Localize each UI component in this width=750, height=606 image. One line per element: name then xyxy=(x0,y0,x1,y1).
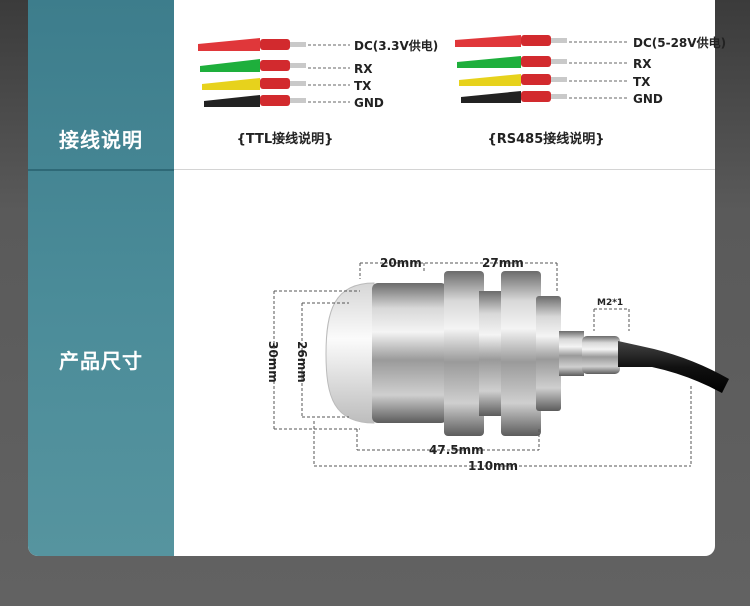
ttl-rx-label: RX xyxy=(354,62,373,76)
dim-27mm: 27mm xyxy=(482,256,524,270)
sensor-dome xyxy=(325,282,375,424)
rear-nut xyxy=(501,271,541,436)
rs485-gnd-wire: GND xyxy=(461,91,663,106)
thread-section-b xyxy=(536,296,561,411)
cable xyxy=(618,341,729,393)
rs485-gnd-label: GND xyxy=(633,92,663,106)
sensor-housing xyxy=(372,283,447,423)
sensor-product xyxy=(325,271,729,436)
rs485-wiring-diagram: DC(5-28V供电) RX TX GND xyxy=(451,0,726,160)
section-sidebar xyxy=(28,0,174,556)
dim-20mm: 20mm xyxy=(380,256,422,270)
ttl-dc-label: DC(3.3V供电) xyxy=(354,38,438,53)
dim-m2: M2*1 xyxy=(597,298,623,308)
rs485-tx-label: TX xyxy=(633,75,651,89)
ttl-gnd-wire: GND xyxy=(204,95,384,110)
dim-30mm: 30mm xyxy=(266,341,280,383)
dimension-lines xyxy=(273,262,692,467)
wiring-section-label: 接线说明 xyxy=(59,128,143,152)
dim-47-5mm: 47.5mm xyxy=(429,443,484,457)
rs485-caption: {RS485接线说明} xyxy=(487,132,605,147)
ttl-rx-wire: RX xyxy=(200,59,373,76)
thread-section-a xyxy=(479,291,504,416)
row-divider xyxy=(174,169,715,170)
rs485-dc-label: DC(5-28V供电) xyxy=(633,35,726,50)
ttl-gnd-label: GND xyxy=(354,96,384,110)
sidebar-divider xyxy=(28,169,174,171)
size-section-label: 产品尺寸 xyxy=(59,349,143,373)
ttl-caption: {TTL接线说明} xyxy=(236,132,334,147)
rs485-dc-wire: DC(5-28V供电) xyxy=(455,35,726,50)
spec-card: 接线说明 产品尺寸 DC(3.3V供电) RX xyxy=(28,0,729,556)
product-dimension-drawing: 20mm 27mm 30mm 26mm 47.5mm 110mm M2*1 xyxy=(266,256,729,473)
ttl-wiring-diagram: DC(3.3V供电) RX TX xyxy=(190,0,440,160)
rs485-tx-wire: TX xyxy=(459,74,651,89)
ttl-dc-wire: DC(3.3V供电) xyxy=(198,38,438,53)
dim-26mm: 26mm xyxy=(295,341,309,383)
connector-m2 xyxy=(582,336,620,374)
ttl-tx-label: TX xyxy=(354,79,372,93)
cable-gland xyxy=(559,331,584,376)
ttl-tx-wire: TX xyxy=(202,78,372,93)
front-nut xyxy=(444,271,484,436)
dim-110mm: 110mm xyxy=(468,459,518,473)
rs485-rx-label: RX xyxy=(633,57,652,71)
rs485-rx-wire: RX xyxy=(457,56,652,71)
